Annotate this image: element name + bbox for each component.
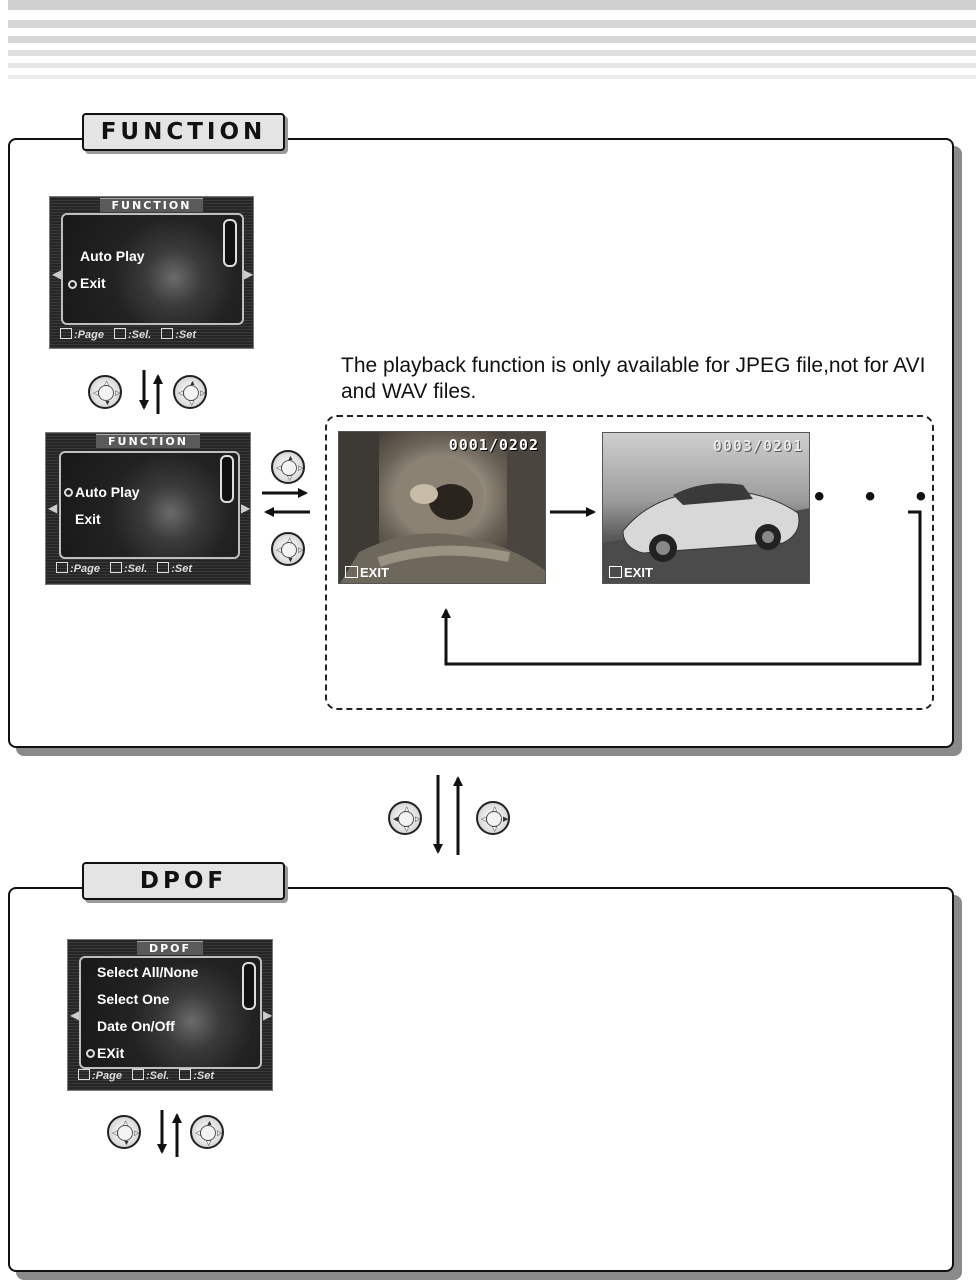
chevron-right-icon: ▶ [244, 267, 254, 281]
dpad-up-icon: ▲▽ ◁▷ [173, 375, 207, 409]
set-button-icon [161, 328, 174, 339]
dpad-left-right-icon [60, 328, 72, 339]
set-button-icon [345, 566, 358, 578]
photo-counter: 0001/0202 [448, 436, 539, 454]
dpad-down-icon: △▼ ◁▷ [88, 375, 122, 409]
scrollbar[interactable] [223, 219, 237, 267]
hint-page: :Page [56, 562, 100, 575]
set-button-icon [157, 562, 170, 573]
lcd-title: FUNCTION [46, 434, 250, 448]
dpof-menu-screen: DPOF Select All/None Select One Date On/… [67, 939, 273, 1091]
dpad-left-icon: △▽ ◀▷ [388, 801, 422, 835]
dpad-up-down-icon [113, 328, 126, 339]
selection-indicator-icon [64, 488, 73, 497]
car-illustration [603, 483, 809, 583]
chevron-left-icon: ◀ [52, 267, 62, 281]
playback-note: The playback function is only available … [341, 354, 926, 403]
more-photos-ellipsis: • • • [814, 480, 943, 513]
lcd-title: DPOF [68, 941, 272, 955]
dpad-up-down-icon [109, 562, 122, 573]
playback-photo-lion: 0001/0202 EXIT [338, 431, 546, 584]
set-button-icon [179, 1069, 192, 1080]
set-button-icon [609, 566, 622, 578]
hint-sel: :Sel. [131, 1069, 169, 1082]
selection-indicator-icon [68, 280, 77, 289]
stripe [8, 75, 976, 79]
chevron-left-icon: ◀ [70, 1008, 80, 1022]
stripe [8, 20, 976, 28]
menu-item-exit[interactable]: Exit [80, 275, 106, 291]
lcd-title: FUNCTION [50, 198, 253, 212]
dpad-up-down-icon [131, 1069, 144, 1080]
hint-page: :Page [60, 328, 104, 341]
stripe [8, 63, 976, 68]
chevron-left-icon: ◀ [48, 501, 58, 515]
dpad-center-icon: △▼ ◁▷ [271, 532, 305, 566]
stripe [8, 0, 976, 10]
photo-exit-hint: EXIT [345, 565, 389, 580]
header-stripes [0, 0, 976, 90]
lcd-hint-bar: :Page :Sel. :Set [60, 328, 243, 341]
menu-item-select-all-none[interactable]: Select All/None [97, 964, 199, 980]
hint-page: :Page [78, 1069, 122, 1082]
lcd-hint-bar: :Page :Sel. :Set [78, 1069, 262, 1082]
scrollbar[interactable] [242, 962, 256, 1010]
stripe [8, 36, 976, 43]
scrollbar[interactable] [220, 455, 234, 503]
playback-photo-car: 0003/0201 EXIT [602, 432, 810, 584]
menu-item-exit[interactable]: EXit [97, 1045, 125, 1061]
menu-item-select-one[interactable]: Select One [97, 991, 170, 1007]
dpad-down-icon: △▼ ◁▷ [107, 1115, 141, 1149]
menu-item-date-on-off[interactable]: Date On/Off [97, 1018, 175, 1034]
dpad-left-right-icon [56, 562, 68, 573]
function-menu-screen-1: FUNCTION Auto Play Exit ◀ ▶ :Page :Sel. … [49, 196, 254, 349]
lion-illustration [339, 432, 545, 583]
hint-set: :Set [179, 1069, 214, 1082]
selection-indicator-icon [86, 1049, 95, 1058]
menu-item-auto-play[interactable]: Auto Play [75, 484, 140, 500]
lcd-display [59, 451, 240, 559]
hint-sel: :Sel. [113, 328, 151, 341]
dpad-right-icon: △▽ ◁▶ [476, 801, 510, 835]
dpad-left-right-icon [78, 1069, 90, 1080]
lcd-display [79, 956, 262, 1069]
hint-sel: :Sel. [109, 562, 147, 575]
playback-sequence-box [325, 415, 934, 710]
photo-exit-hint: EXIT [609, 565, 653, 580]
hint-set: :Set [157, 562, 192, 575]
menu-item-auto-play[interactable]: Auto Play [80, 248, 145, 264]
menu-item-exit[interactable]: Exit [75, 511, 101, 527]
chevron-right-icon: ▶ [241, 501, 251, 515]
function-menu-screen-2: FUNCTION Auto Play Exit ◀ ▶ :Page :Sel. … [45, 432, 251, 585]
hint-set: :Set [161, 328, 196, 341]
lcd-display [61, 213, 244, 325]
lcd-hint-bar: :Page :Sel. :Set [56, 562, 240, 575]
stripe [8, 50, 976, 56]
chevron-right-icon: ▶ [263, 1008, 273, 1022]
function-tab-label: FUNCTION [82, 113, 285, 151]
dpad-up-icon: ▲▽ ◁▷ [190, 1115, 224, 1149]
photo-counter: 0003/0201 [712, 437, 803, 455]
dpof-tab-label: DPOF [82, 862, 285, 900]
dpad-center-icon: ▲▽ ◁▷ [271, 450, 305, 484]
